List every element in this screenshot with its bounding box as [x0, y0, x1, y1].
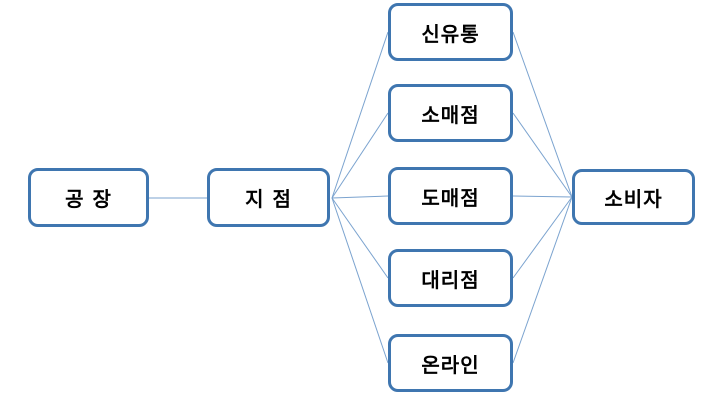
node-factory-label: 공 장 [65, 187, 112, 211]
edge-branch-wholesale-store [331, 195, 389, 199]
node-new-distribution-label: 신유통 [421, 21, 480, 46]
edge-agency-store-consumer [512, 196, 573, 279]
node-retail-store: 소매점 [388, 84, 513, 142]
edge-branch-online [331, 197, 389, 364]
node-online-label: 온라인 [421, 352, 480, 377]
node-branch-label: 지 점 [245, 187, 292, 211]
node-retail-store-label: 소매점 [421, 102, 480, 127]
edge-online-consumer [512, 196, 573, 364]
edge-branch-new-distribution [331, 31, 389, 199]
node-new-distribution: 신유통 [388, 3, 513, 61]
edge-retail-store-consumer [512, 112, 573, 198]
edge-wholesale-store-consumer [512, 195, 573, 198]
edge-new-distribution-consumer [512, 31, 573, 198]
node-wholesale-store-label: 도매점 [421, 185, 480, 210]
node-agency-store-label: 대리점 [421, 267, 480, 292]
node-online: 온라인 [388, 334, 513, 392]
edge-branch-agency-store [331, 197, 389, 279]
node-factory: 공 장 [28, 168, 149, 227]
node-consumer-label: 소비자 [604, 186, 663, 211]
node-consumer: 소비자 [572, 169, 695, 225]
node-agency-store: 대리점 [388, 249, 513, 307]
edge-branch-retail-store [331, 112, 389, 199]
node-branch: 지 점 [207, 168, 330, 227]
node-wholesale-store: 도매점 [388, 167, 513, 225]
